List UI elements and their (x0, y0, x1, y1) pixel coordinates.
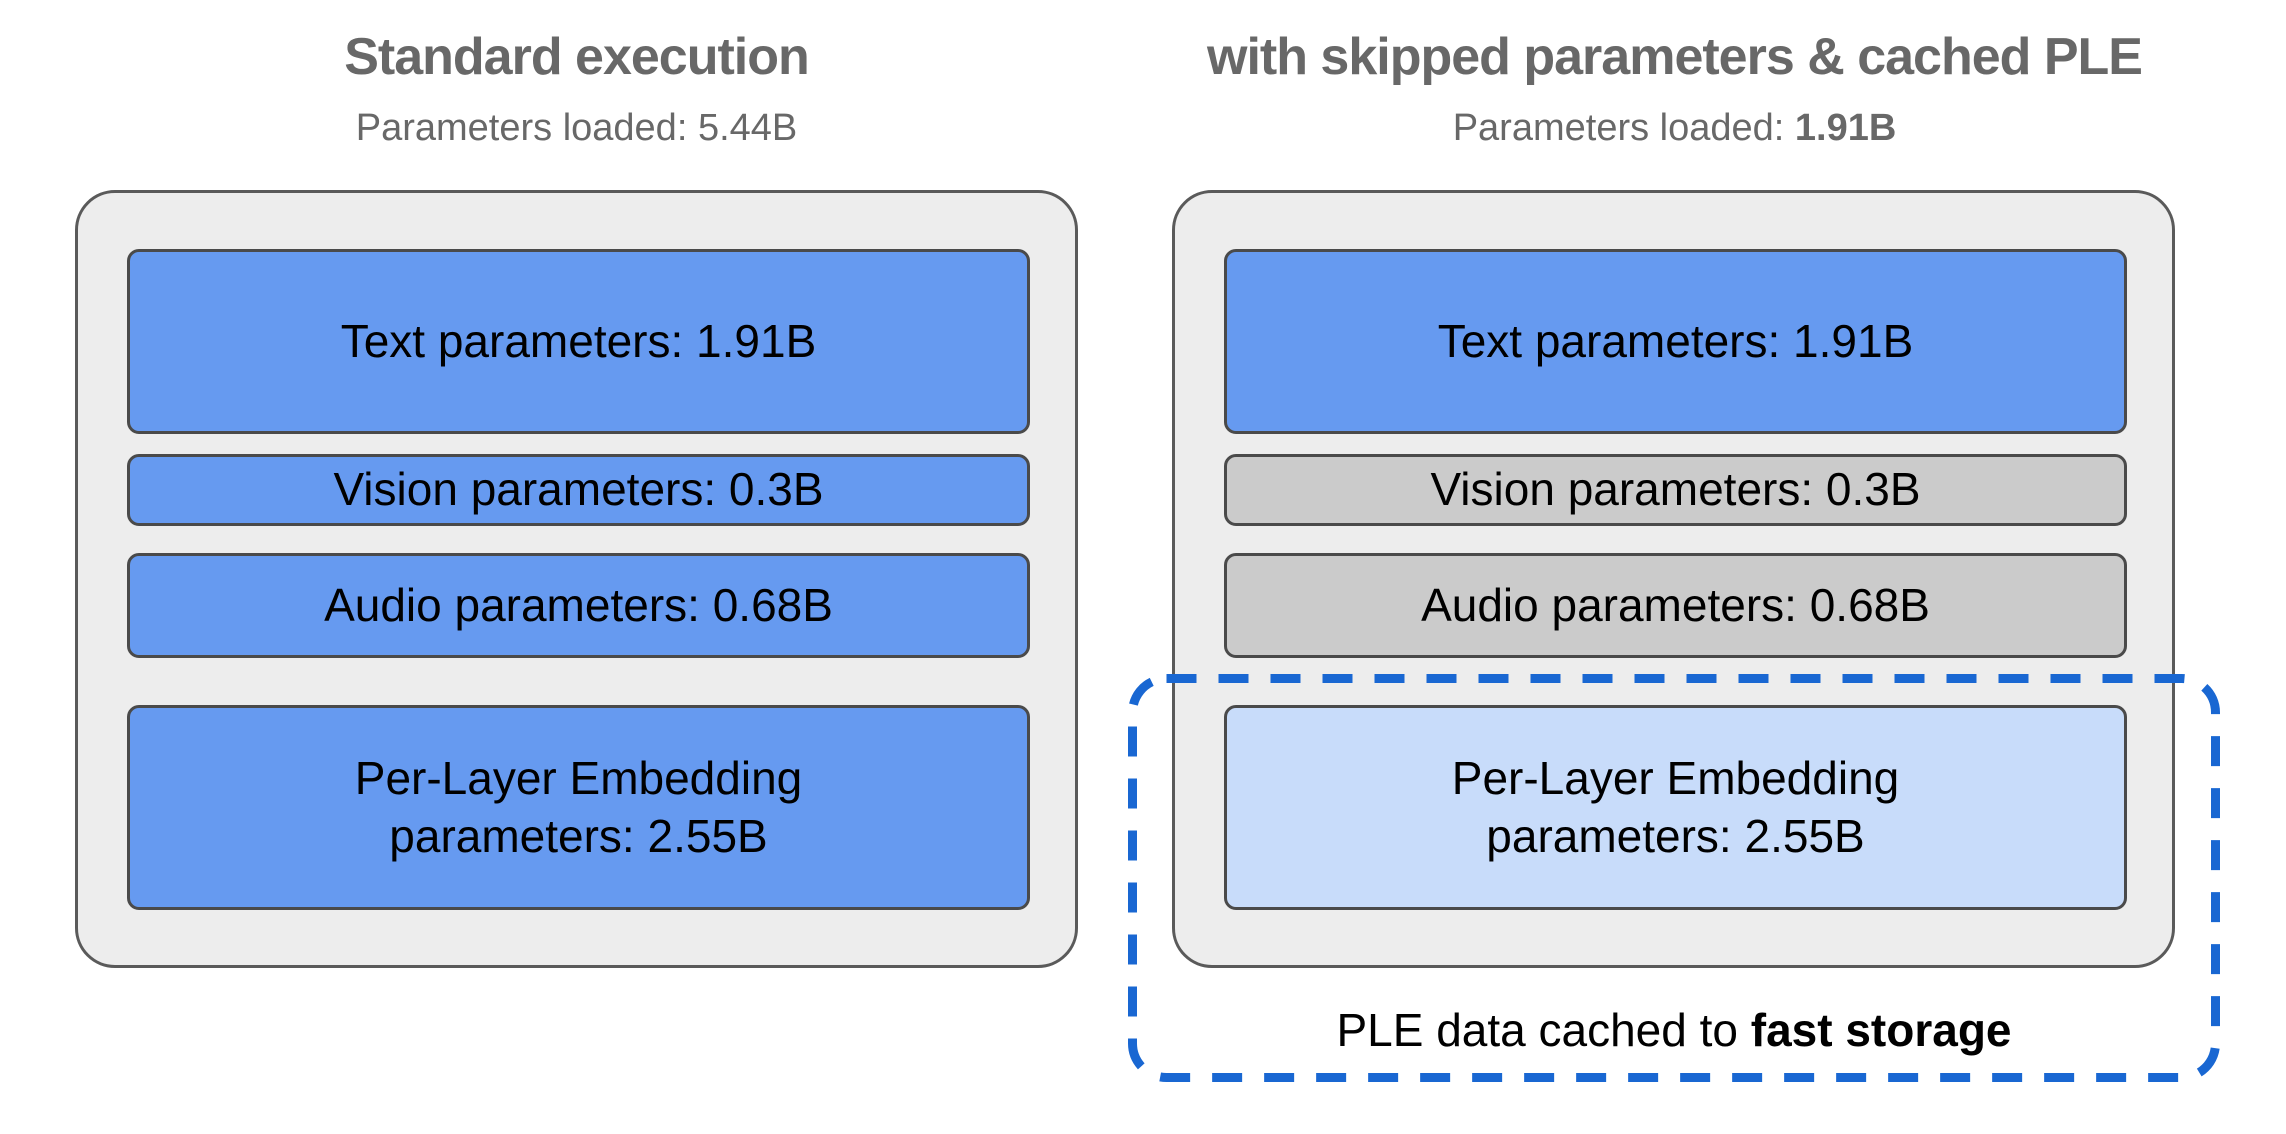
right-ple-params-label-line2: parameters: 2.55B (1486, 809, 1865, 862)
right-vision-params-box-skipped: Vision parameters: 0.3B (1224, 454, 2127, 526)
left-ple-params-label-line2: parameters: 2.55B (389, 809, 768, 862)
right-model-container: Text parameters: 1.91B Vision parameters… (1172, 190, 2175, 968)
left-panel-title: Standard execution (344, 28, 810, 86)
right-text-params-label: Text parameters: 1.91B (1437, 314, 1914, 367)
left-text-params-label: Text parameters: 1.91B (340, 314, 817, 367)
right-panel-title: with skipped parameters & cached PLE (1207, 28, 2143, 86)
right-ple-params-box-cached: Per-Layer Embedding parameters: 2.55B (1224, 705, 2127, 910)
left-audio-params-box: Audio parameters: 0.68B (127, 553, 1030, 658)
left-vision-params-label: Vision parameters: 0.3B (333, 463, 824, 516)
left-text-params-box: Text parameters: 1.91B (127, 249, 1030, 434)
right-subtitle-value: 1.91B (1794, 107, 1897, 149)
right-vision-params-label: Vision parameters: 0.3B (1430, 463, 1921, 516)
left-subtitle-label: Parameters loaded: (355, 107, 698, 149)
right-audio-params-label: Audio parameters: 0.68B (1421, 578, 1930, 631)
cache-caption-prefix: PLE data cached to (1336, 1004, 1751, 1056)
left-ple-params-label-line1: Per-Layer Embedding (354, 752, 803, 804)
cache-caption-bold: fast storage (1750, 1004, 2012, 1056)
left-audio-params-label: Audio parameters: 0.68B (324, 578, 833, 631)
right-ple-params-label-line1: Per-Layer Embedding (1451, 752, 1900, 804)
right-text-params-box: Text parameters: 1.91B (1224, 249, 2127, 434)
left-vision-params-box: Vision parameters: 0.3B (127, 454, 1030, 526)
right-panel-subtitle: Parameters loaded: 1.91B (1172, 104, 2177, 152)
left-ple-params-box: Per-Layer Embedding parameters: 2.55B (127, 705, 1030, 910)
right-audio-params-box-skipped: Audio parameters: 0.68B (1224, 553, 2127, 658)
left-subtitle-value: 5.44B (697, 107, 798, 149)
cache-caption: PLE data cached to fast storage (1133, 1002, 2215, 1058)
right-subtitle-label: Parameters loaded: (1452, 107, 1795, 149)
left-panel-subtitle: Parameters loaded: 5.44B (75, 104, 1078, 152)
left-model-container: Text parameters: 1.91B Vision parameters… (75, 190, 1078, 968)
